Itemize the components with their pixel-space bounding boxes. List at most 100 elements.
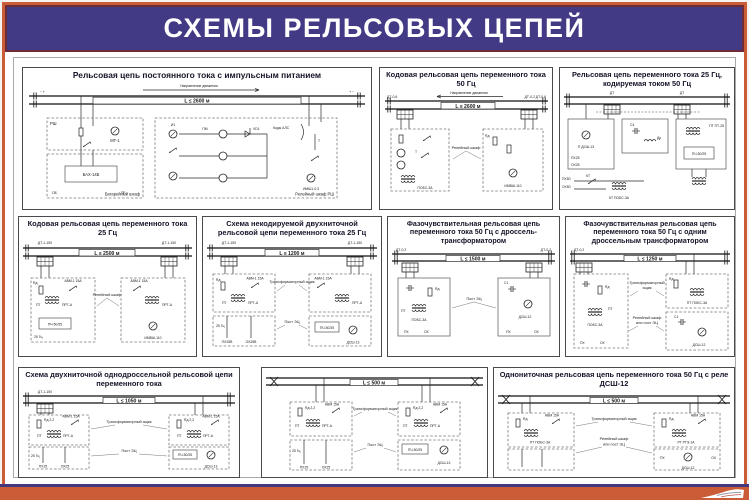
p10-feed-side: Rд АВМ 15А ПТ ПОБС-3А bbox=[507, 396, 575, 471]
avm-left-label: АВМ-1 15А bbox=[64, 279, 82, 283]
brand-logo bbox=[701, 489, 744, 498]
p10-captions: Трансформаторный ящик Релейный шкаф или … bbox=[575, 417, 653, 454]
pm-label: ПМ bbox=[202, 127, 207, 131]
post-ec-caption: Пост ЭЦ bbox=[121, 449, 136, 453]
post-ec-caption: Пост ЭЦ bbox=[284, 320, 299, 324]
dt-left-label: ДТ-1-150 bbox=[222, 241, 236, 245]
kt-transformer-label: КТ ПОБС-3А bbox=[609, 196, 630, 200]
panel-title: Рельсовая цепь переменного тока 25 Гц, к… bbox=[572, 70, 722, 88]
direction-label: Направление движения bbox=[180, 84, 218, 88]
avm-right-label: АВМ 15А bbox=[691, 414, 706, 418]
i1-label: И1 bbox=[171, 123, 175, 127]
hz-label: 25 Гц bbox=[292, 449, 301, 453]
p10-track: L ≤ 500 м bbox=[498, 395, 730, 405]
length-label: L ≤ 2500 м bbox=[94, 251, 119, 257]
pt-label: ПТ bbox=[401, 309, 406, 313]
p4-cabinet-caption: Релейный шкаф bbox=[93, 293, 121, 307]
p2-cabinet-caption: Релейный шкаф bbox=[451, 146, 481, 160]
p9-diagram: L ≤ 500 м Rд 2,2 АВМ 15А ПТ ПРТ-А ПХ25 О… bbox=[266, 376, 483, 471]
length-label: L ≤ 2600 м bbox=[455, 104, 480, 110]
p4-relay-end: АВМ-1 15А ПРТ-А ИМВШ-110 bbox=[120, 266, 186, 343]
p2-track: Направление движения ДТ-0,6 ДТ-0,2 ДТ-0,… bbox=[384, 91, 548, 120]
p7-relay-box: С1 ДСШ-12 bbox=[665, 311, 729, 351]
prt-left-label: ПРТ-А bbox=[62, 303, 73, 307]
dssh-label: ДСШ-13 bbox=[205, 465, 218, 469]
transformer-box-caption: Трансформаторный ящик bbox=[106, 420, 152, 424]
rt-rte-label: РТ РТЭ-1А bbox=[677, 441, 695, 445]
panel-two-thread-single-choke: Схема двухниточной однодроссельной рельс… bbox=[18, 367, 240, 478]
pobs-label: ПОБС-3А bbox=[417, 186, 433, 190]
p7-feed-box: Rд ПТ ПОБС-3А ПХ ОХ bbox=[573, 272, 629, 349]
prt-right-label: ПРТ-А bbox=[430, 424, 441, 428]
pt-left-label: ПТ bbox=[37, 434, 42, 438]
panel-title: Фазочувствительная рельсовая цепь переме… bbox=[583, 220, 717, 245]
ox-left-label: ОХ bbox=[424, 330, 429, 334]
rsh-label: РШ bbox=[50, 121, 57, 126]
avm-right-label: АВМ-1 15А bbox=[130, 279, 148, 283]
panel-coded-25hz-circuit: Кодовая рельсовая цепь переменного тока … bbox=[18, 216, 197, 357]
mt-label: МТ-1 bbox=[110, 138, 120, 143]
dt-left-label: ДТ-0,2 bbox=[396, 248, 406, 252]
p7-tbox: Rд ПТ ПОБС-3А bbox=[665, 254, 729, 309]
p5-captions: Трансформаторный ящик Пост ЭЦ bbox=[269, 280, 315, 330]
pt-right-label: ПТ bbox=[177, 434, 182, 438]
vd-label: VD1 bbox=[253, 127, 260, 131]
kody-als-label: Коды АЛС bbox=[273, 126, 290, 130]
ox25-label: ОХ25 bbox=[571, 163, 580, 167]
p3-filter-block: С4 Др bbox=[621, 119, 669, 154]
pt-pobs-label: ПТ ПОБС-3А bbox=[530, 441, 551, 445]
ox-label: ОХ bbox=[711, 456, 716, 460]
p2-diagram: Направление движения ДТ-0,6 ДТ-0,2 ДТ-0,… bbox=[384, 91, 548, 192]
relay-cabinet-caption-2: или пост ЭЦ bbox=[636, 321, 658, 325]
avm-left-label: АВМ-1 15А bbox=[246, 277, 264, 281]
length-label: L ≤ 500 м bbox=[603, 399, 626, 405]
pt-right-label: ПТ bbox=[403, 424, 408, 428]
panel-25hz-coded-50hz-circuit: Рельсовая цепь переменного тока 25 Гц, к… bbox=[559, 67, 735, 210]
p9-relay-side: Rд 2,2 АВМ 15А ПТ ПРТ-А ПЧ-50/25 ДСШ-13 bbox=[397, 378, 461, 471]
rd-label: Rд bbox=[485, 134, 489, 138]
rd-right-label: Rд 2,2 bbox=[413, 406, 423, 410]
bottom-orange-strip bbox=[0, 487, 749, 500]
dssh-label: ДСШ-12 bbox=[693, 343, 706, 347]
ox-label: ОХ25 bbox=[322, 466, 331, 470]
kt-contact-label: КТ bbox=[586, 174, 590, 178]
poster-header: СХЕМЫ РЕЛЬСОВЫХ ЦЕПЕЙ bbox=[5, 5, 744, 52]
pt-label: ПТ bbox=[222, 301, 227, 305]
panel-title: Рельсовая цепь постоянного тока с импуль… bbox=[72, 70, 322, 80]
ob-label: ОБ bbox=[52, 191, 58, 195]
p1-relay-cabinet: И1 ПМ VD1 Коды АЛС Т ИМШ1-0,3 Релейный ш… bbox=[154, 95, 338, 199]
p6-diagram: ДТ-0,2 ДТ-0,2 L ≤ 1500 м Rд ПТ ПОБС-3А П… bbox=[392, 248, 555, 337]
px25-label: ПХ25 bbox=[571, 156, 580, 160]
pt-label: ПТ ПТ-25 bbox=[709, 124, 724, 128]
avm-right-label: АВМ-1 15А bbox=[314, 277, 332, 281]
p8-diagram: ДТ-1-150 L ≤ 1050 м Rд 2,2 АВМ-1 15А ПТ … bbox=[23, 390, 235, 470]
track-relay-label: П ДСШ-13 bbox=[578, 145, 594, 149]
poster-title: СХЕМЫ РЕЛЬСОВЫХ ЦЕПЕЙ bbox=[163, 13, 586, 43]
pb-label: ПБ bbox=[121, 191, 126, 195]
prt-left-label: ПРТ-А bbox=[248, 301, 259, 305]
pch-label: ПЧ-50/25 bbox=[48, 323, 62, 327]
c1-label: С1 bbox=[674, 315, 678, 319]
rd-label: Rд bbox=[33, 281, 37, 285]
dt-left-label: ДТ bbox=[610, 91, 614, 95]
p1-battery-cabinet: РШ МТ-1 БАХ-14Б ОБ ПБ Батарейный шкаф bbox=[46, 95, 144, 199]
relay-cabinet-caption-2: или пост ЭЦ bbox=[603, 443, 625, 447]
p6-caption: Пост ЭЦ bbox=[451, 297, 497, 309]
p7-captions: Трансформаторный ящик Релейный шкаф или … bbox=[628, 281, 665, 332]
avm-left-label: АВМ 15А bbox=[545, 414, 560, 418]
battery-label: БАХ-14Б bbox=[83, 172, 100, 177]
panel-title: Однониточная рельсовая цепь переменного … bbox=[499, 370, 729, 388]
p5-diagram: ДТ-1-150 ДТ-1-150 L ≤ 1200 м Rд АВМ-1 15… bbox=[207, 241, 377, 347]
panel-title: Схема двухниточной однодроссельной рельс… bbox=[25, 370, 233, 388]
p8-captions: Трансформаторный ящик Пост ЭЦ bbox=[90, 420, 168, 457]
p3-feed-block: ПТ ПТ-25 ПЧ-50/25 bbox=[675, 114, 727, 170]
panel-phase-sensitive-50hz-one-dt: Фазочувствительная рельсовая цепь переме… bbox=[565, 216, 735, 357]
transformer-box-caption: Трансформаторный ящик bbox=[269, 280, 315, 284]
bottom-purple-line bbox=[0, 484, 749, 487]
panel-phase-sensitive-50hz-dt: Фазочувствительная рельсовая цепь переме… bbox=[387, 216, 560, 357]
rd-left-label: Rд 2,2 bbox=[305, 406, 315, 410]
panel-title: Схема некодируемой двухниточной рельсово… bbox=[217, 219, 367, 237]
relay-cabinet-caption: Релейный шкаф bbox=[451, 146, 480, 150]
dssh-label: ДСШ-13 bbox=[347, 341, 360, 345]
ox-label: ОХ25В bbox=[246, 340, 258, 344]
